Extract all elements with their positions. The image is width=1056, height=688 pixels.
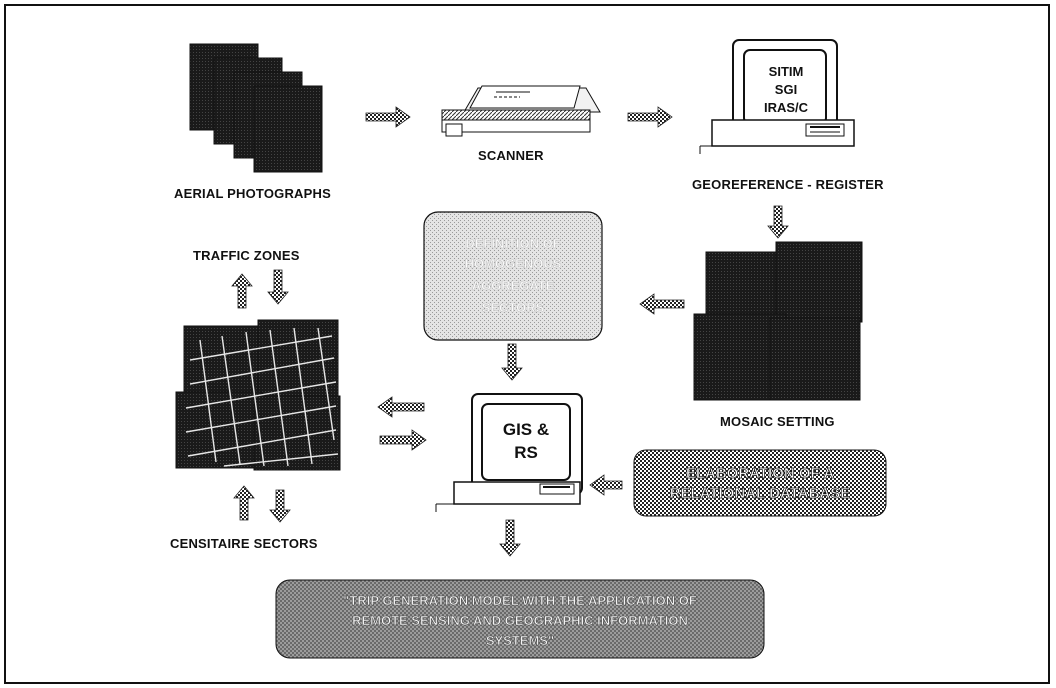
- trip-model-line: SYSTEMS": [486, 633, 554, 648]
- screen-line: SGI: [775, 82, 797, 97]
- definition-line: SECTORS: [482, 300, 545, 315]
- diagram-frame: [4, 4, 1050, 684]
- photo-stack-icon: [189, 43, 323, 173]
- censitaire-sectors-label: CENSITAIRE SECTORS: [170, 536, 318, 551]
- trip-model-line: REMOTE SENSING AND GEOGRAPHIC INFORMATIO…: [352, 613, 688, 628]
- screen-line: IRAS/C: [764, 100, 809, 115]
- elaboration-line: RELATIONAL DATABASE: [670, 485, 851, 502]
- trip-model-box: [275, 579, 765, 659]
- definition-line: DEFINITION OF: [465, 236, 560, 251]
- screen-line: GIS &: [503, 420, 549, 439]
- scanner-icon: [441, 85, 601, 137]
- computer-icon: [699, 39, 855, 154]
- traffic-zones-label: TRAFFIC ZONES: [193, 248, 300, 263]
- scanner-label: SCANNER: [478, 148, 544, 163]
- definition-line: AGGREGATE: [472, 278, 555, 293]
- screen-line: RS: [514, 443, 538, 462]
- computer-icon: [435, 393, 583, 512]
- georeference-label: GEOREFERENCE - REGISTER: [692, 177, 884, 192]
- aerial-photographs-label: AERIAL PHOTOGRAPHS: [174, 186, 331, 201]
- elaboration-box: [633, 449, 887, 517]
- mosaic-icon: [693, 241, 863, 401]
- arrow-icon: [231, 106, 789, 557]
- definition-box: [423, 211, 603, 341]
- definition-line: HOMOGENOUS: [465, 256, 562, 271]
- trip-model-line: "TRIP GENERATION MODEL WITH THE APPLICAT…: [343, 593, 697, 608]
- elaboration-line: ELABORATION OF A: [686, 465, 834, 482]
- mosaic-setting-label: MOSAIC SETTING: [720, 414, 835, 429]
- street-grid-icon: [175, 319, 341, 471]
- screen-line: SITIM: [769, 64, 804, 79]
